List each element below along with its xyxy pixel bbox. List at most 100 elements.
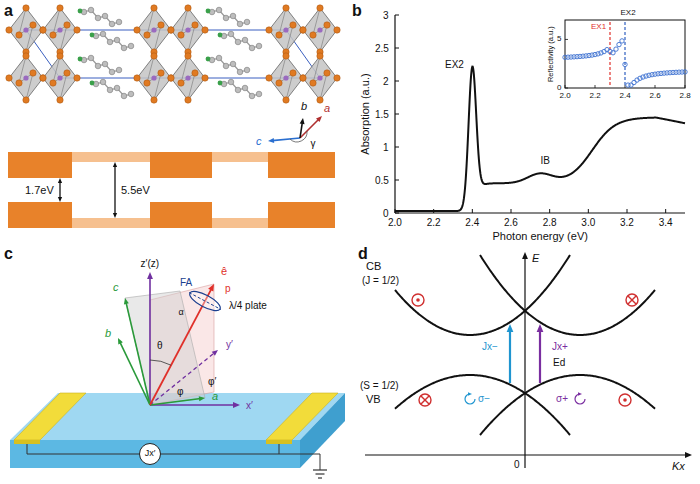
spin-in-symbol — [421, 396, 429, 404]
axis-label: E — [532, 252, 539, 264]
lead-atom — [151, 75, 156, 80]
carbon-atom — [128, 91, 134, 97]
carbon-atom — [216, 7, 222, 13]
panel-c — [10, 272, 345, 478]
y-axis-arrow — [150, 353, 215, 405]
octahedron-edge — [313, 8, 327, 52]
band-label: VB — [366, 393, 381, 405]
iodine-atom — [266, 75, 272, 81]
tick-mark — [472, 209, 473, 213]
angle-label: θ — [157, 340, 163, 351]
polarization-label: ê — [221, 265, 227, 277]
iodine-atom — [283, 97, 289, 103]
iodine-atom — [290, 22, 296, 28]
iodine-atom — [64, 70, 70, 76]
carbon-atom — [121, 45, 127, 51]
carbon-atom — [237, 69, 243, 75]
gamma-angle-arc — [290, 131, 307, 142]
c-axis-arrow-head — [124, 298, 129, 304]
helicity-arrow — [575, 394, 585, 404]
nitrogen-atom — [90, 81, 95, 86]
tick-mark — [565, 85, 566, 88]
lead-atom — [23, 27, 28, 32]
carbon-atom — [95, 63, 101, 69]
tick-mark — [655, 85, 656, 88]
reflectivity-point — [596, 52, 600, 56]
band-label: (S = 1/2) — [360, 380, 399, 391]
octahedron-edge — [313, 56, 327, 100]
lead-atom — [23, 75, 28, 80]
iodine-atom — [16, 80, 22, 86]
helicity-arrow — [465, 394, 475, 404]
lead-atom — [57, 75, 62, 80]
carbon-atom — [107, 87, 113, 93]
panel-letter: c — [4, 245, 13, 263]
axis-label: a — [324, 102, 330, 114]
nitrogen-atom — [78, 57, 83, 62]
wire — [27, 444, 28, 454]
iodine-atom — [276, 32, 282, 38]
tick-mark — [395, 114, 399, 115]
conduction-band — [395, 255, 570, 335]
spin-in-symbol — [421, 396, 429, 404]
spin-in-symbol — [419, 394, 431, 406]
tick-label: 2.2 — [590, 92, 601, 101]
iodine-atom — [283, 53, 289, 59]
wire — [161, 454, 320, 455]
iodine-atom — [185, 5, 191, 11]
octahedron-edge — [181, 8, 195, 52]
panel-d — [365, 252, 692, 468]
pbi6-octahedron — [303, 56, 337, 100]
iodine-atom — [324, 22, 330, 28]
iodine-atom — [40, 27, 46, 33]
transition-arrow — [539, 330, 541, 383]
iodine-atom — [151, 5, 157, 11]
gap-arrow-head — [58, 178, 62, 183]
carbon-atom — [102, 61, 108, 67]
lead-atom — [185, 75, 190, 80]
reflectivity-point — [632, 80, 636, 84]
fast-axis-line — [189, 293, 221, 310]
iodine-atom — [334, 75, 340, 81]
reflectivity-point — [683, 70, 687, 74]
x-axis-line — [395, 212, 685, 213]
iodine-atom — [64, 22, 70, 28]
waveplate — [187, 288, 223, 315]
a-axis-arrow — [300, 119, 319, 138]
tick-label: 2.4 — [465, 217, 479, 228]
ground-symbol — [318, 477, 322, 478]
helicity-label: σ− — [478, 393, 490, 404]
octahedron-edge — [147, 56, 161, 100]
carbon-atom — [228, 31, 234, 37]
axis-label: y′ — [226, 339, 233, 350]
pbi6-octahedron — [269, 8, 303, 52]
helicity-arrow-head — [578, 392, 582, 395]
tick-label: 2.2 — [427, 217, 441, 228]
iodine-atom — [300, 27, 306, 33]
tick-mark — [665, 209, 666, 213]
iodine-atom — [74, 75, 80, 81]
energy-label: Ed — [553, 357, 565, 368]
carbon-atom — [230, 13, 236, 19]
iodine-atom — [192, 70, 198, 76]
iodine-atom — [334, 27, 340, 33]
angle-label: φ — [177, 386, 183, 397]
iodine-atom — [57, 53, 63, 59]
iodine-atom — [6, 27, 12, 33]
carbon-atom — [244, 19, 250, 25]
iodine-atom — [185, 97, 191, 103]
iodine-atom — [30, 70, 36, 76]
current-label: Jx− — [482, 341, 498, 352]
pbi6-octahedron — [9, 56, 43, 100]
energy-gap-label: 1.7eV — [25, 184, 54, 196]
gap-arrow-head — [58, 197, 62, 202]
iodine-atom — [50, 32, 56, 38]
carbon-atom — [237, 21, 243, 27]
lead-atom — [151, 27, 156, 32]
iodine-atom — [151, 97, 157, 103]
carbon-atom — [256, 91, 262, 97]
iodine-atom — [23, 5, 29, 11]
energy-axis — [524, 257, 525, 468]
